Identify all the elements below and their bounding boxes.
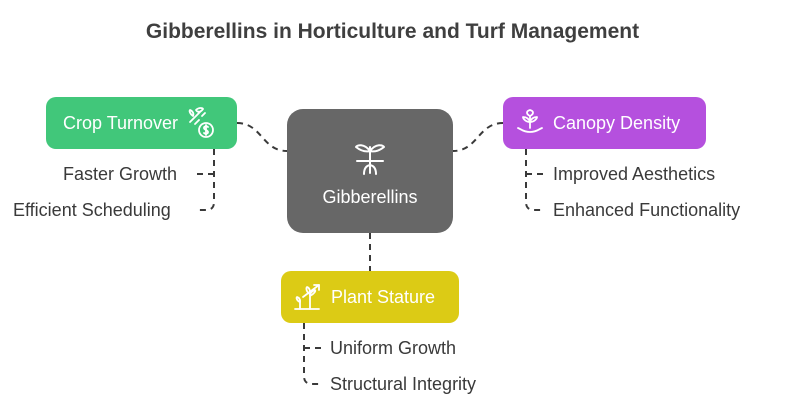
canopy-item-enhanced-functionality: Enhanced Functionality (553, 200, 741, 220)
canopy-density-label: Canopy Density (553, 112, 681, 133)
connector-crop-center (236, 122, 288, 152)
crop-item-efficient-scheduling: Efficient Scheduling (13, 200, 171, 220)
plant-stature-node: Plant Stature (281, 271, 459, 323)
connector-crop-items (196, 149, 215, 211)
stature-item-structural-integrity: Structural Integrity (330, 374, 477, 394)
diagram-title: Gibberellins in Horticulture and Turf Ma… (145, 20, 640, 43)
sprout-roots-icon (347, 135, 393, 181)
connector-canopy-items (525, 149, 544, 211)
center-node: Gibberellins (287, 109, 453, 233)
canopy-item-improved-aesthetics: Improved Aesthetics (553, 164, 716, 184)
center-label: Gibberellins (322, 186, 418, 207)
plant-hand-icon (515, 108, 545, 138)
canopy-density-node: Canopy Density (503, 97, 706, 149)
crop-turnover-node: Crop Turnover (46, 97, 237, 149)
connector-stature-items (303, 323, 322, 385)
plant-growth-icon (292, 282, 322, 312)
crop-turnover-label: Crop Turnover (63, 112, 179, 133)
connector-canopy-center (452, 122, 504, 152)
plant-dollar-icon (186, 106, 216, 140)
stature-item-uniform-growth: Uniform Growth (330, 338, 457, 358)
crop-item-faster-growth: Faster Growth (63, 164, 178, 184)
plant-stature-label: Plant Stature (331, 286, 436, 307)
